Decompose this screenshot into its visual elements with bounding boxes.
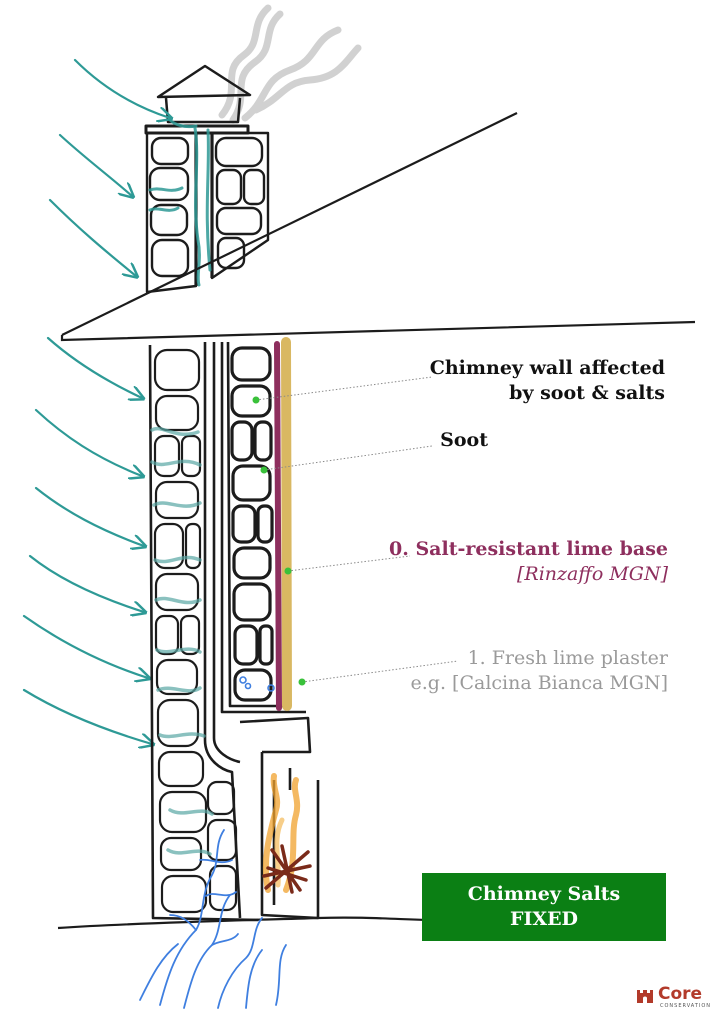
core-logo: Core CONSERVATION [636, 984, 712, 1012]
fire-icon [262, 773, 312, 894]
left-wall-stones [153, 348, 238, 914]
salt-streaks [150, 426, 214, 856]
logo-subtitle: CONSERVATION [660, 1003, 712, 1009]
plaster-layer [281, 337, 292, 711]
arrow-icon [22, 58, 170, 744]
castle-icon [637, 990, 653, 1003]
render-layers [274, 337, 292, 711]
label-chimney-wall-line2: by soot & salts [509, 382, 665, 405]
moisture-dots [239, 676, 275, 692]
fixed-banner-line2: FIXED [509, 908, 579, 930]
right-wall-stones [230, 346, 274, 702]
label-plaster-layer-line1: 1. Fresh lime plaster [467, 647, 668, 669]
label-base-layer: 0. Salt-resistant lime base [Rinzaffo MG… [380, 537, 668, 587]
water-roots-icon [139, 829, 287, 1009]
upper-salt-streaks [148, 118, 212, 287]
label-chimney-wall: Chimney wall affected by soot & salts [380, 356, 665, 406]
smoke-icon [218, 4, 362, 124]
roof [60, 112, 696, 342]
lower-chimney-body [148, 341, 320, 922]
logo-word: Core [658, 984, 703, 1004]
ground-line [57, 916, 471, 930]
label-plaster-layer-line2: e.g. [Calcina Bianca MGN] [410, 672, 668, 695]
label-plaster-layer: 1. Fresh lime plaster e.g. [Calcina Bian… [380, 646, 668, 696]
label-base-layer-line2: [Rinzaffo MGN] [517, 563, 668, 586]
label-chimney-wall-line1: Chimney wall affected [429, 357, 665, 379]
fixed-banner: Chimney Salts FIXED [422, 873, 666, 941]
fixed-banner-line1: Chimney Salts [467, 883, 621, 906]
label-base-layer-line1: 0. Salt-resistant lime base [389, 538, 668, 560]
leader-dots [252, 396, 306, 686]
leader-lines [255, 376, 459, 683]
label-soot: Soot [440, 429, 488, 451]
base-layer [274, 341, 282, 711]
